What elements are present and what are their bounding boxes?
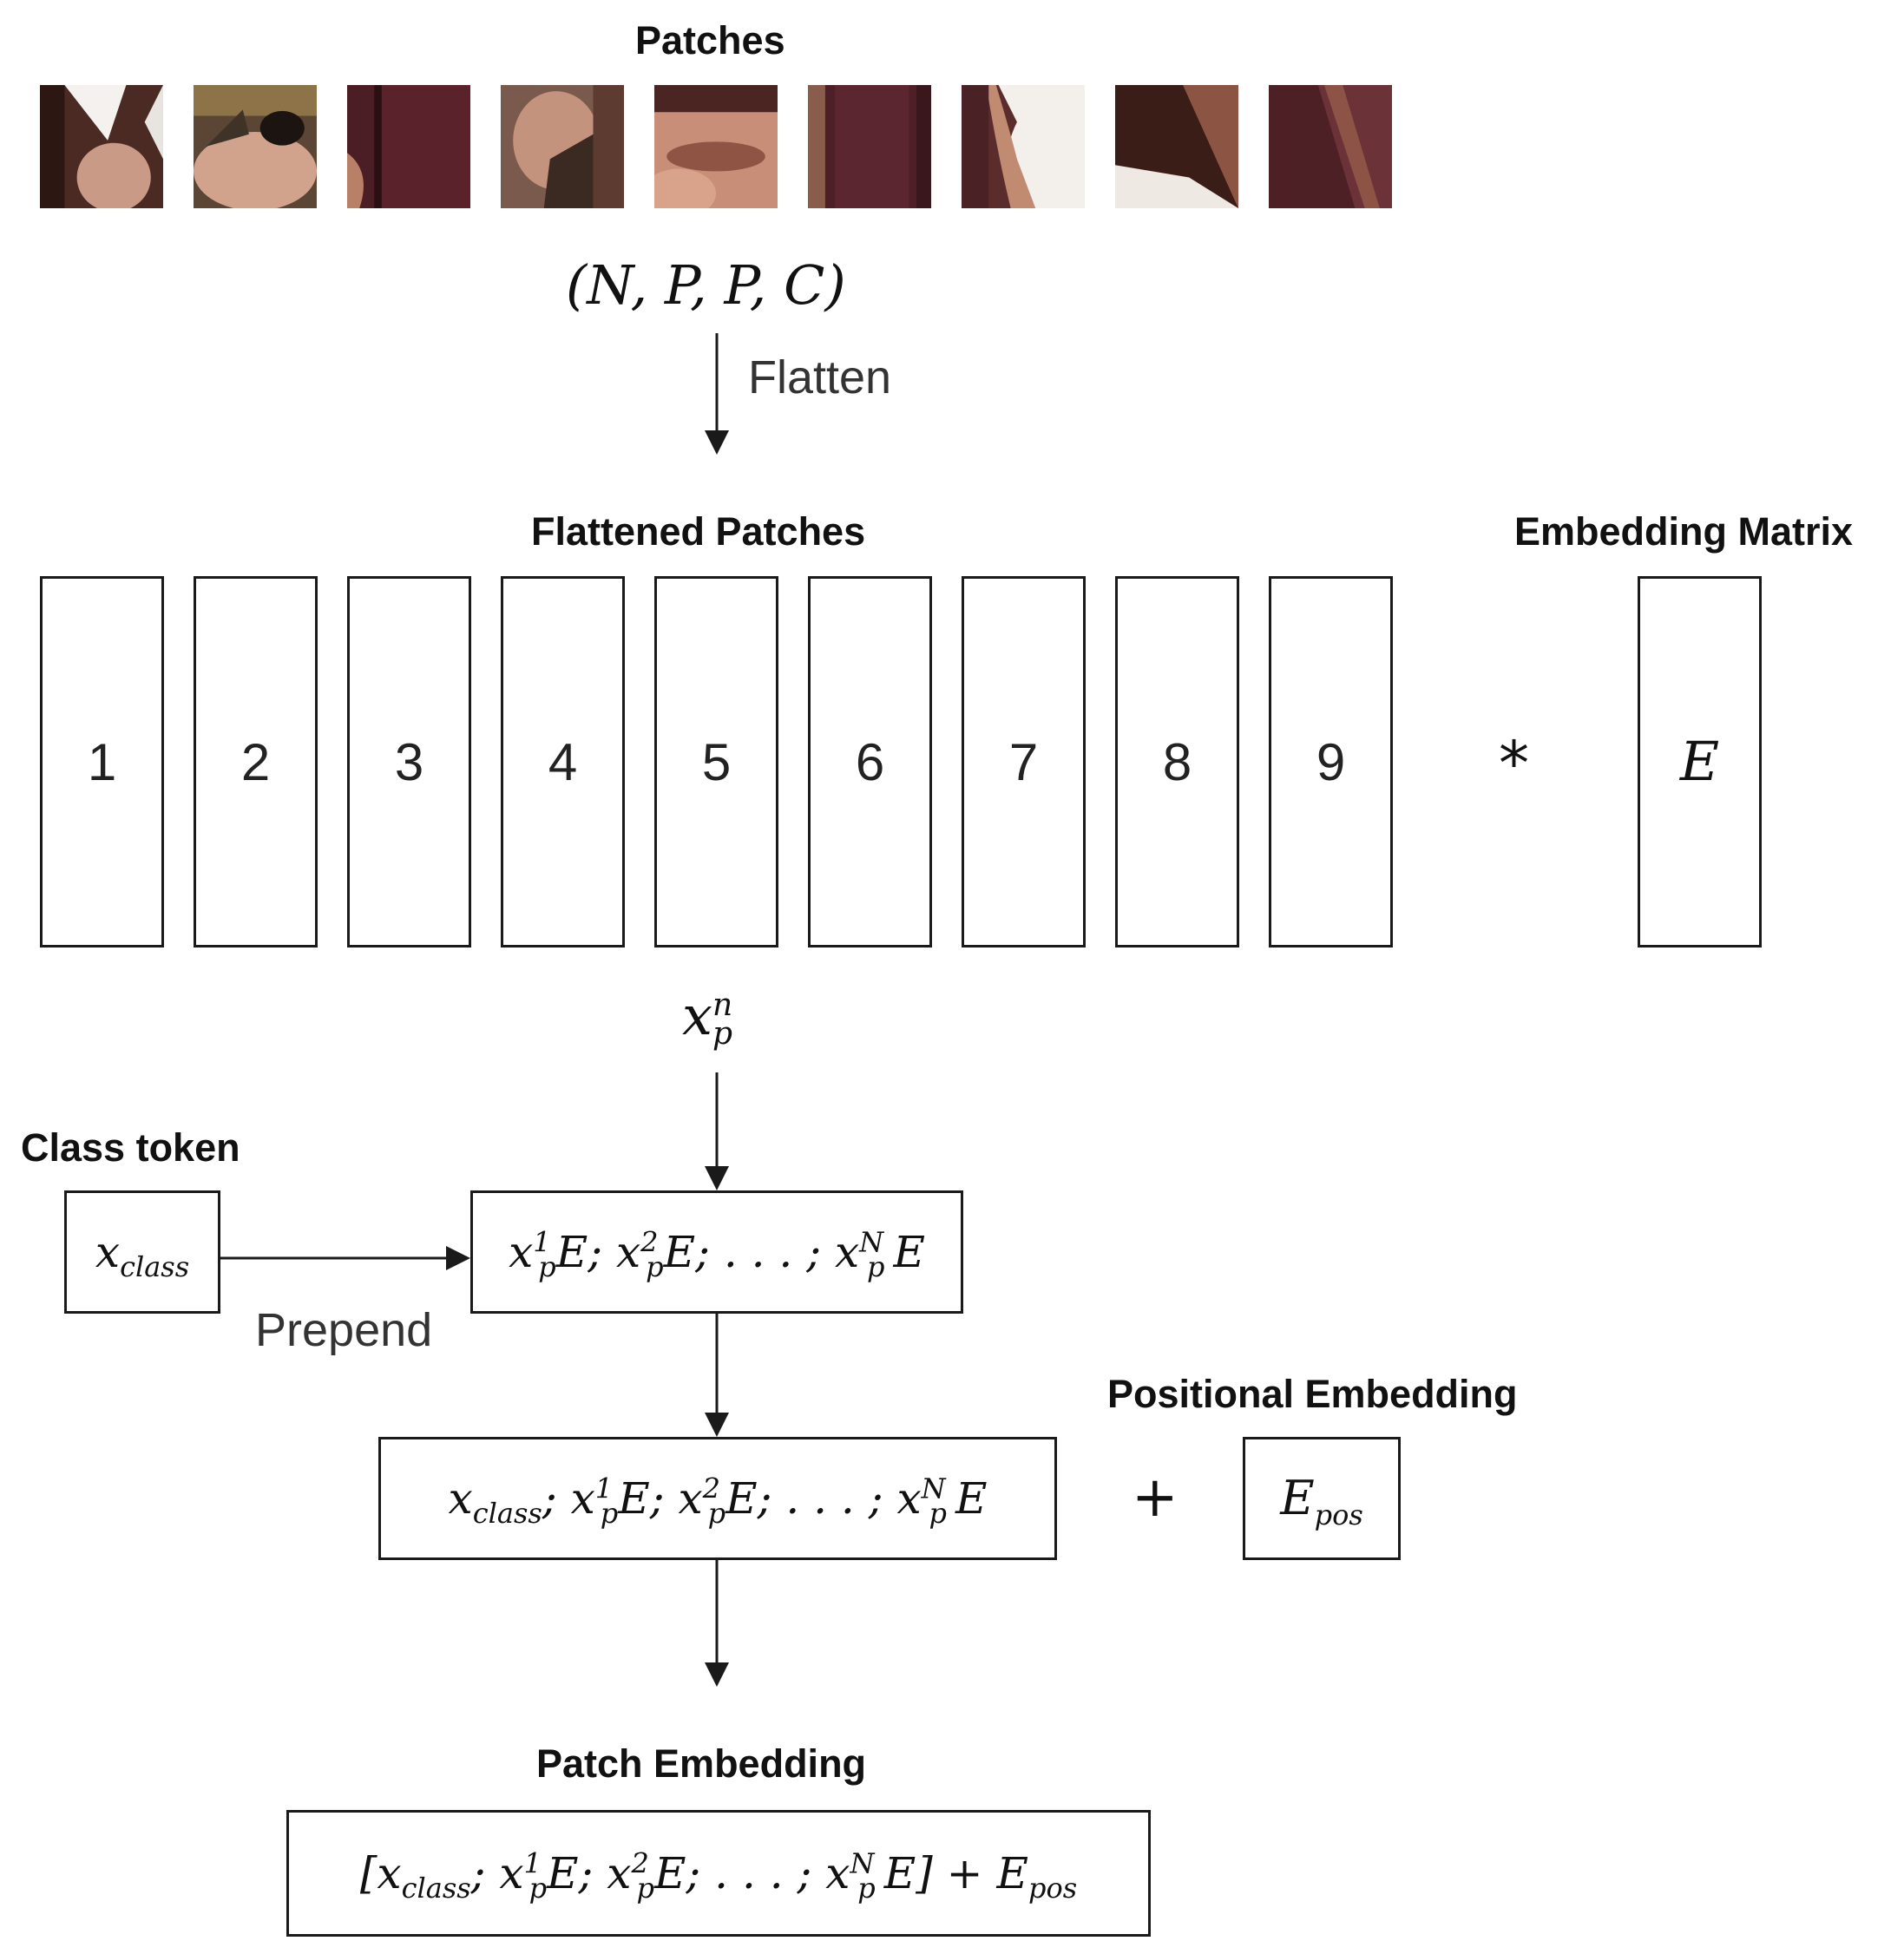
- patch-embedding-formula: [xclass; x1pE; x2pE; . . . ; xNp E] + Ep…: [359, 1846, 1078, 1905]
- flattened-patch-number: 6: [855, 732, 885, 791]
- patch-shape-label: (N, P, P, C): [566, 253, 846, 317]
- flatten-label: Flatten: [748, 351, 892, 403]
- image-patch-6: [808, 85, 931, 208]
- flattened-patch-9: 9: [1269, 576, 1393, 947]
- image-patch-4: [501, 85, 624, 208]
- flattened-patch-number: 4: [548, 732, 578, 791]
- embedded-sequence-box: x1pE; x2pE; . . . ; xNp E: [470, 1190, 963, 1314]
- patches-title: Patches: [635, 18, 785, 62]
- flattened-patch-number: 9: [1316, 732, 1346, 791]
- class-token-symbol: xclass: [95, 1227, 190, 1283]
- class-token-title: Class token: [21, 1125, 240, 1170]
- flattened-patch-7: 7: [962, 576, 1086, 947]
- image-patch-3: [347, 85, 470, 208]
- flattened-patch-5: 5: [654, 576, 778, 947]
- patch-embedding-box: [xclass; x1pE; x2pE; . . . ; xNp E] + Ep…: [286, 1810, 1151, 1937]
- flattened-patch-number: 8: [1162, 732, 1192, 791]
- patch-embedding-title: Patch Embedding: [536, 1741, 867, 1786]
- class-token-box: xclass: [64, 1190, 220, 1314]
- full-sequence-box: xclass; x1pE; x2pE; . . . ; xNp E: [378, 1437, 1057, 1560]
- image-patch-9: [1269, 85, 1392, 208]
- image-patch-8: [1115, 85, 1238, 208]
- flattened-patch-2: 2: [194, 576, 318, 947]
- flattened-patch-number: 5: [701, 732, 732, 791]
- flattened-patch-number: 3: [394, 732, 424, 791]
- flattened-patch-3: 3: [347, 576, 471, 947]
- positional-embedding-box: Epos: [1243, 1437, 1401, 1560]
- full-sequence-formula: xclass; x1pE; x2pE; . . . ; xNp E: [448, 1472, 988, 1530]
- plus-symbol: +: [1132, 1466, 1179, 1530]
- embedding-matrix-box: E: [1638, 576, 1762, 947]
- flattened-patch-8: 8: [1115, 576, 1239, 947]
- flattened-patch-4: 4: [501, 576, 625, 947]
- positional-embedding-symbol: Epos: [1280, 1471, 1363, 1531]
- multiply-symbol: *: [1499, 728, 1529, 799]
- image-patch-2: [194, 85, 317, 208]
- image-patch-7: [962, 85, 1085, 208]
- image-patch-1: [40, 85, 163, 208]
- prepend-label: Prepend: [255, 1304, 433, 1356]
- flattened-patch-6: 6: [808, 576, 932, 947]
- flattened-patches-title: Flattened Patches: [531, 509, 866, 554]
- flattened-patch-1: 1: [40, 576, 164, 947]
- embedding-matrix-symbol: E: [1679, 730, 1720, 793]
- flattened-patch-number: 2: [240, 732, 271, 791]
- embedding-matrix-title: Embedding Matrix: [1514, 509, 1854, 554]
- positional-embedding-title: Positional Embedding: [1107, 1372, 1518, 1416]
- image-patch-5: [654, 85, 778, 208]
- flattened-patch-number: 7: [1008, 732, 1039, 791]
- embedded-sequence-formula: x1pE; x2pE; . . . ; xNp E: [509, 1225, 925, 1283]
- flattened-patch-number: 1: [87, 732, 117, 791]
